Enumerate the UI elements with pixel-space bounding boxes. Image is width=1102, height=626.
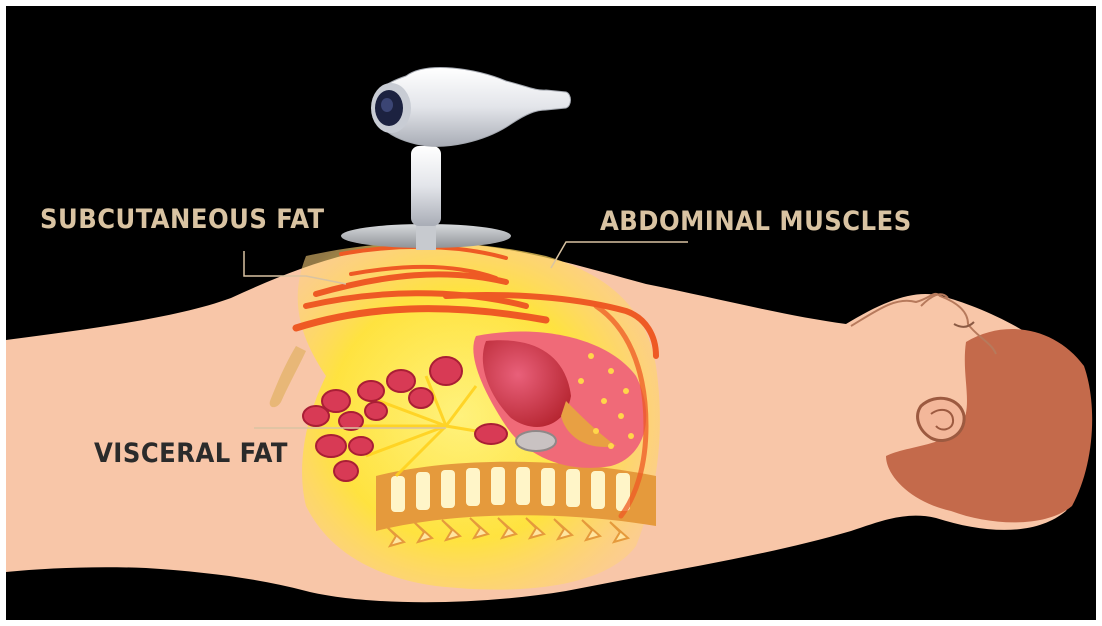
abdominal-cross-section-illustration	[6, 6, 1096, 620]
diagram-frame: SUBCUTANEOUS FAT ABDOMINAL MUSCLES VISCE…	[6, 6, 1096, 620]
ultrasound-device-icon	[341, 68, 571, 250]
label-visceral-fat: VISCERAL FAT	[94, 438, 288, 469]
kidney	[516, 431, 556, 451]
label-subcutaneous-fat: SUBCUTANEOUS FAT	[40, 204, 325, 235]
label-abdominal-muscles: ABDOMINAL MUSCLES	[600, 206, 912, 237]
ear	[918, 398, 965, 440]
